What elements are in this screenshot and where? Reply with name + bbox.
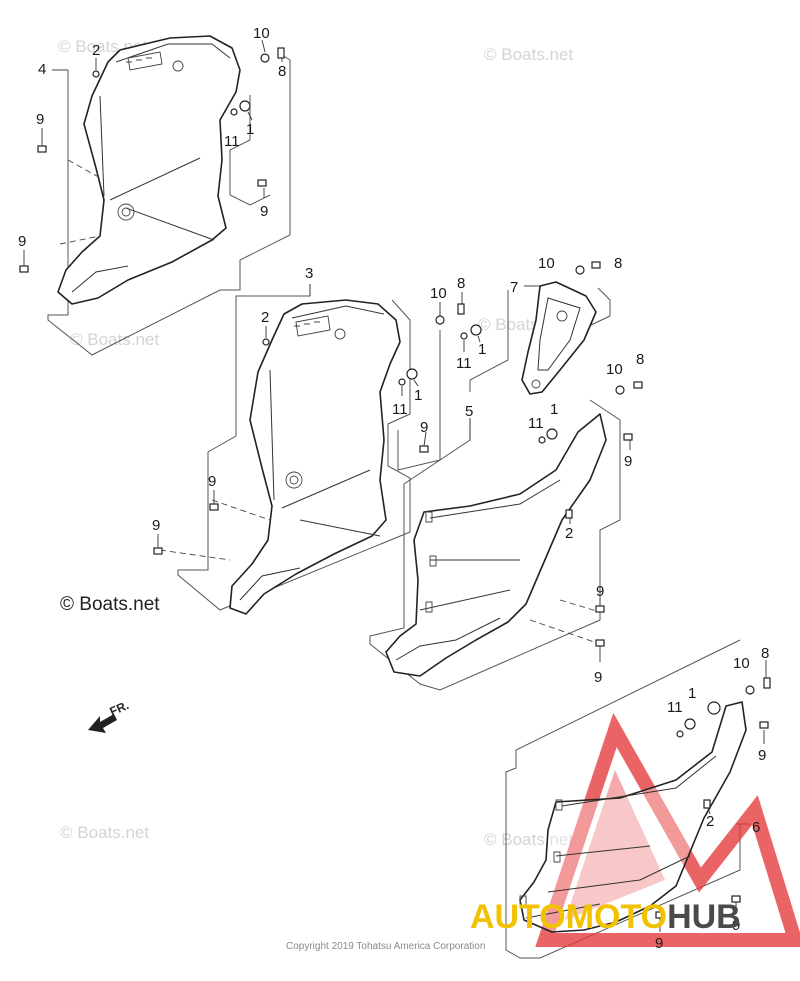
label-part-10: 10 (253, 25, 270, 42)
label-part-9a: 9 (758, 747, 766, 764)
part-group-5: 5 10 8 11 1 9 2 9 9 (369, 351, 644, 691)
label-part-8: 8 (761, 645, 769, 662)
label-part-10: 10 (733, 655, 750, 672)
label-part-1: 1 (550, 401, 558, 418)
part-group-6: 10 8 1 11 9 2 6 9 9 (505, 639, 800, 959)
part-group-7: 7 10 8 11 1 (456, 255, 622, 395)
watermark-top-right: © Boats.net (484, 45, 573, 64)
part-group-4: 4 2 10 8 1 11 9 9 9 (18, 25, 291, 356)
part-group-3: 3 2 10 8 11 1 9 9 9 (152, 265, 465, 615)
label-part-9b: 9 (596, 583, 604, 600)
label-part-9a: 9 (624, 453, 632, 470)
label-part-6: 6 (752, 819, 760, 836)
label-part-1: 1 (688, 685, 696, 702)
direction-label: FR. (108, 698, 131, 719)
label-part-11: 11 (392, 401, 408, 418)
label-part-9a: 9 (420, 419, 428, 436)
label-part-2: 2 (706, 813, 714, 830)
direction-arrow-icon (88, 714, 117, 733)
watermark-left: © Boats.net (70, 330, 159, 349)
automotohub-logo-mark (535, 712, 800, 947)
label-part-9c: 9 (152, 517, 160, 534)
watermark-boats-net: © Boats.net (60, 594, 160, 615)
label-part-9c: 9 (732, 917, 740, 934)
label-part-2: 2 (565, 525, 573, 542)
label-part-9c: 9 (594, 669, 602, 686)
label-part-4: 4 (38, 61, 46, 78)
label-part-2: 2 (261, 309, 269, 326)
lower-side-cover-6 (519, 701, 747, 933)
label-part-11: 11 (224, 133, 240, 150)
label-part-8: 8 (457, 275, 465, 292)
watermark-bottom-left: © Boats.net (60, 823, 149, 842)
lower-side-cover-5 (385, 413, 607, 677)
label-part-1: 1 (246, 121, 254, 138)
logo-text-part-b: HUB (667, 898, 741, 936)
copyright-notice: Copyright 2019 Tohatsu America Corporati… (286, 941, 485, 952)
logo-text-part-a: AUTOMOTO (470, 898, 667, 936)
label-part-9c: 9 (18, 233, 26, 250)
lower-side-cover-3 (229, 299, 401, 615)
bracket-7 (521, 281, 597, 395)
label-part-3: 3 (305, 265, 313, 282)
label-part-8: 8 (636, 351, 644, 368)
label-part-8: 8 (614, 255, 622, 272)
label-part-5: 5 (465, 403, 473, 420)
label-part-9b: 9 (208, 473, 216, 490)
lower-side-cover-4 (57, 35, 241, 305)
label-part-10: 10 (606, 361, 623, 378)
label-part-1: 1 (478, 341, 486, 358)
front-direction-indicator: FR. (88, 698, 131, 733)
label-part-9a: 9 (36, 111, 44, 128)
label-part-10: 10 (430, 285, 447, 302)
label-part-9b: 9 (260, 203, 268, 220)
label-part-11: 11 (667, 699, 683, 716)
label-part-8: 8 (278, 63, 286, 80)
label-part-10: 10 (538, 255, 555, 272)
label-part-11: 11 (528, 415, 544, 432)
label-part-1: 1 (414, 387, 422, 404)
label-part-7: 7 (510, 279, 518, 296)
automotohub-logo: AUTOMOTOHUB (470, 898, 741, 936)
label-part-9b: 9 (655, 935, 663, 952)
logo-text: AUTOMOTOHUB (470, 898, 741, 936)
label-part-2: 2 (92, 42, 100, 59)
label-part-11: 11 (456, 355, 472, 372)
